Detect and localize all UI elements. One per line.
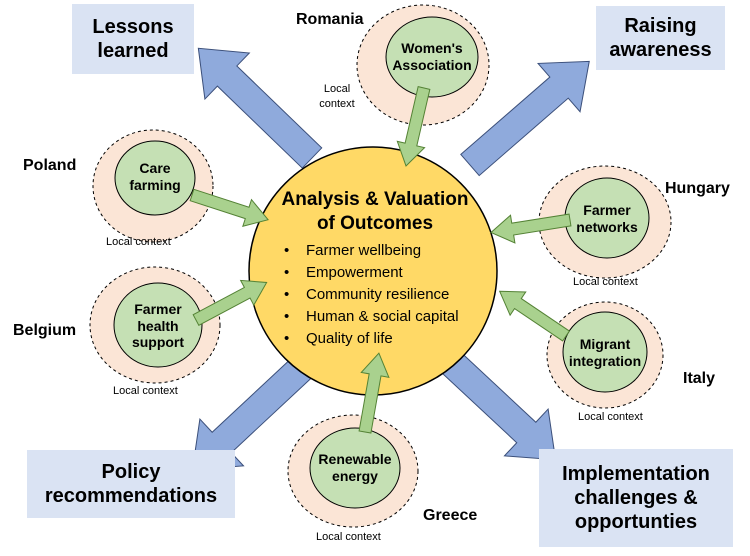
case-belgium (89, 266, 221, 384)
romania-line1: Women's (401, 40, 463, 57)
arrow-italy-to-center (491, 279, 575, 349)
case-greece (287, 414, 419, 528)
poland-line1: Care (139, 160, 171, 177)
center-title: Analysis & Valuation of Outcomes (255, 188, 495, 236)
node-circle-greece (309, 427, 401, 509)
country-romania: Romania (296, 11, 364, 28)
context-label-belgium: Local context (113, 385, 178, 397)
country-greece: Greece (423, 507, 478, 524)
country-poland: Poland (23, 157, 77, 174)
awareness-line1: Raising (624, 15, 697, 37)
node-circle-poland (114, 140, 196, 216)
context-label-romania: Local context (312, 82, 362, 113)
outcome-item: Quality of life (284, 328, 459, 350)
poland-line2: farming (129, 177, 181, 193)
hungary-line2: networks (576, 219, 638, 235)
greece-line2: energy (332, 468, 378, 484)
lessons-line2: learned (97, 40, 169, 62)
outcomes-list: Farmer wellbeing Empowerment Community r… (284, 240, 459, 350)
case-hungary (538, 165, 672, 279)
implementation-line1: Implementation (562, 463, 710, 485)
italy-line1: Migrant (579, 336, 631, 353)
case-romania (356, 4, 490, 126)
context-label-italy: Local context (578, 411, 643, 423)
outcome-item: Farmer wellbeing (284, 240, 459, 262)
node-circle-romania (385, 16, 479, 98)
policy-line2: recommendations (44, 485, 218, 507)
policy-line1: Policy (101, 461, 161, 483)
implementation-line3: opportunties (574, 511, 698, 533)
outcome-item: Community resilience (284, 284, 459, 306)
greece-line1: Renewable (318, 451, 392, 468)
context-label-poland: Local context (106, 236, 171, 248)
outcome-item: Human & social capital (284, 306, 459, 328)
node-circle-belgium (113, 282, 203, 368)
italy-line2: integration (568, 353, 642, 369)
belgium-line2: health (137, 317, 179, 334)
belgium-line1: Farmer (134, 300, 182, 317)
center-title-line2: of Outcomes (316, 212, 434, 234)
country-hungary: Hungary (665, 180, 730, 197)
hungary-line1: Farmer (583, 202, 631, 219)
country-belgium: Belgium (13, 322, 77, 339)
belgium-line3: support (131, 334, 185, 351)
center-title-line1: Analysis & Valuation (281, 189, 469, 210)
country-italy: Italy (683, 370, 716, 387)
context-label-greece: Local context (316, 531, 381, 543)
romania-context-line1: Local (323, 83, 351, 95)
implementation-line2: challenges & (574, 487, 698, 509)
case-italy (546, 301, 664, 409)
romania-line2: Association (392, 57, 472, 73)
outcome-item: Empowerment (284, 262, 459, 284)
lessons-line1: Lessons (92, 16, 174, 38)
romania-context-line2: context (319, 98, 355, 111)
awareness-line2: awareness (609, 39, 712, 61)
case-poland (92, 129, 214, 243)
node-circle-italy (562, 311, 648, 393)
context-label-hungary: Local context (573, 276, 638, 288)
